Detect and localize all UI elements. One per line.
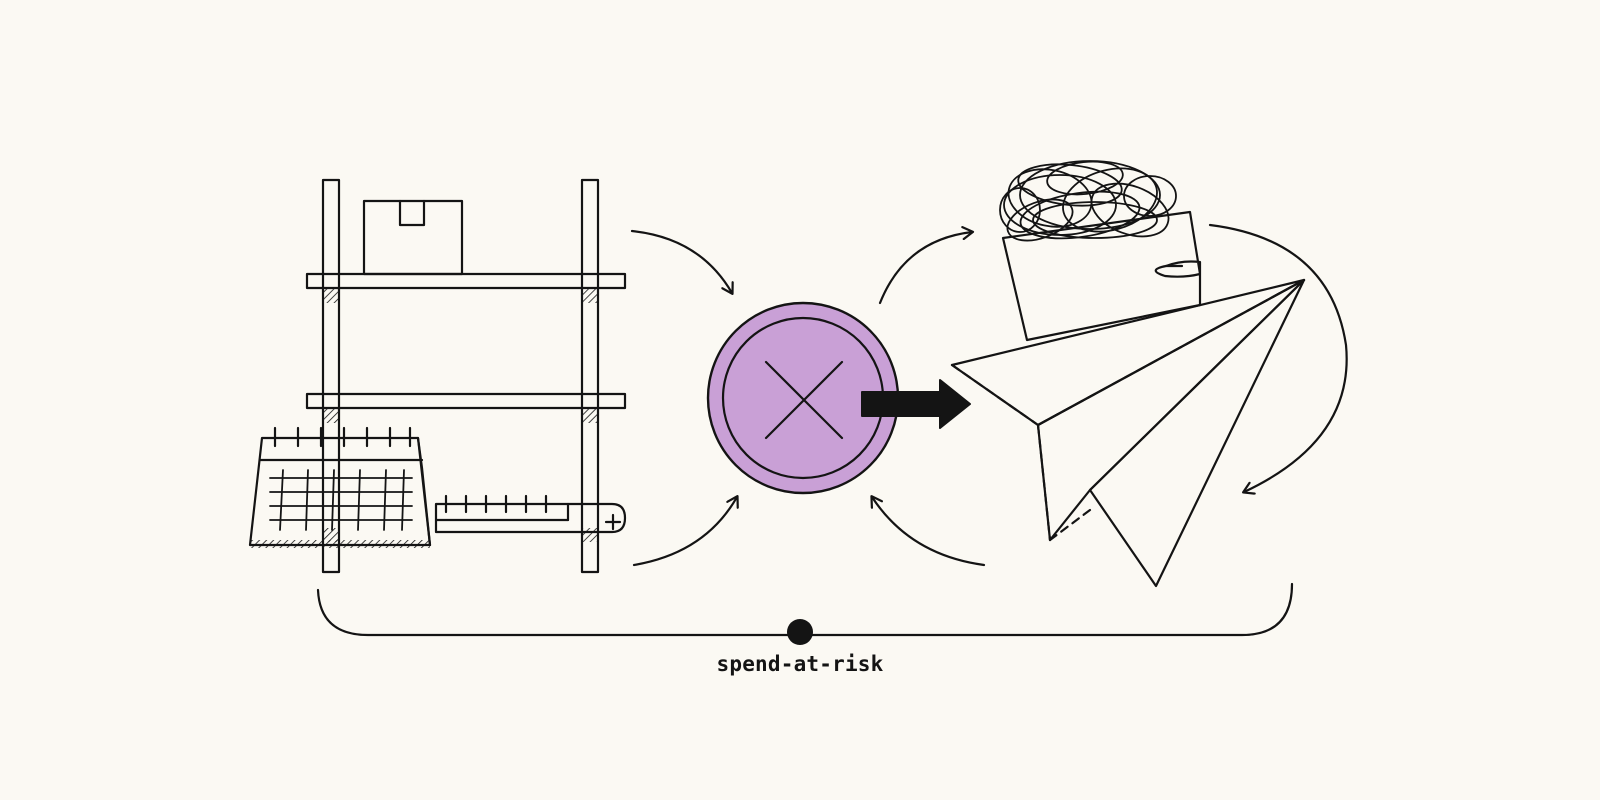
paper-plane-icon <box>950 278 1306 588</box>
box-icon <box>362 199 464 276</box>
ruler-icon <box>434 494 627 534</box>
caption-label: spend-at-risk <box>716 652 884 676</box>
bracket-midpoint-dot <box>787 619 813 645</box>
calendar-icon <box>248 426 432 548</box>
flow-arrows <box>630 223 1348 567</box>
tangled-head-icon <box>999 160 1202 342</box>
bracket-icon <box>316 582 1294 645</box>
bold-arrow-icon <box>861 379 971 429</box>
inventory-shelf-icon <box>305 178 627 574</box>
